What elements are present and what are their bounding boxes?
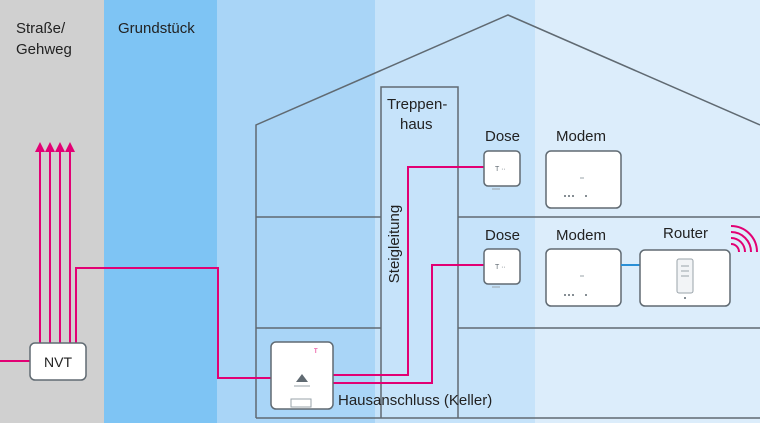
nvt-label: NVT — [44, 354, 72, 370]
treppenhaus-label-line2: haus — [400, 116, 433, 133]
nvt-box — [29, 342, 87, 381]
plot-label: Grundstück — [118, 20, 195, 37]
dose-lower-device: T ·· — [483, 248, 521, 288]
dose-lower-label: Dose — [485, 227, 521, 244]
hausanschluss-label: Hausanschluss (Keller) — [338, 392, 493, 409]
street-label-line2: Gehweg — [16, 41, 72, 58]
fiber-lines — [0, 152, 484, 384]
modem-lower-device — [545, 248, 622, 307]
svg-text:T ··: T ·· — [495, 166, 506, 173]
zone-band-4 — [375, 0, 535, 423]
router-label: Router — [663, 225, 709, 242]
steigleitung-label: Steigleitung — [386, 204, 403, 284]
modem-lower-label: Modem — [556, 227, 607, 244]
modem-upper-device — [545, 150, 622, 209]
zone-plot — [104, 0, 217, 423]
svg-text:T ··: T ·· — [495, 264, 506, 271]
modem-upper-label: Modem — [556, 128, 607, 145]
svg-text:T: T — [314, 349, 318, 355]
treppenhaus-label-line1: Treppen- — [387, 96, 448, 113]
house-outline — [255, 14, 760, 419]
street-label-line1: Straße/ — [16, 20, 66, 37]
hausanschluss-device: T — [270, 341, 334, 410]
zone-band-5 — [535, 0, 760, 423]
arrowheads — [35, 142, 75, 152]
wifi-icon — [730, 225, 758, 253]
dose-upper-label: Dose — [485, 128, 521, 145]
router-device — [639, 249, 731, 307]
dose-upper-device: T ·· — [483, 150, 521, 190]
